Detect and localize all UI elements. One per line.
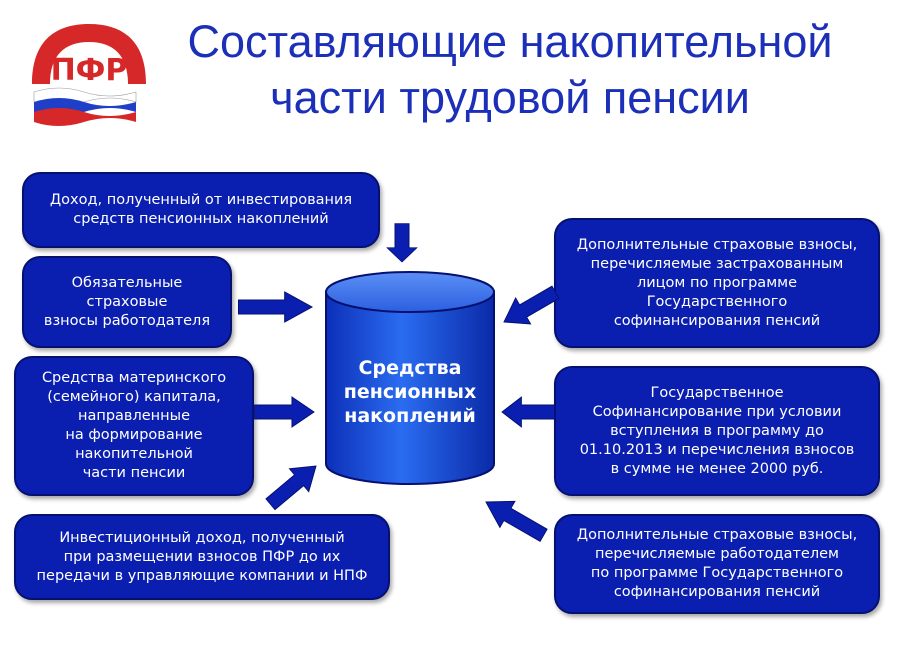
- arrow-right-icon: [237, 291, 313, 323]
- source-employer-contributions: Обязательные страховые взносы работодате…: [22, 256, 232, 348]
- box-line: передачи в управляющие компании и НПФ: [36, 567, 368, 584]
- box-line: Средства материнского: [41, 370, 227, 386]
- box-line: направленные: [78, 408, 190, 424]
- box-line: Инвестиционный доход, полученный: [59, 529, 345, 546]
- box-line: страховые: [86, 293, 168, 310]
- box-line: Доход, полученный от инвестирования: [49, 192, 353, 208]
- box-line: накопительной: [75, 446, 193, 462]
- source-voluntary-contributions-insured: Дополнительные страховые взносы, перечис…: [554, 218, 880, 348]
- box-line: лицом по программе: [636, 274, 797, 291]
- box-line: при размещении взносов ПФР до их: [63, 548, 341, 565]
- arrow-up-left-icon: [478, 488, 552, 549]
- source-maternity-capital: Средства материнского (семейного) капита…: [14, 356, 254, 496]
- box-line: части пенсии: [82, 465, 186, 481]
- source-pfr-investment-income: Инвестиционный доход, полученный при раз…: [14, 514, 390, 600]
- box-line: софинансирования пенсий: [613, 312, 821, 329]
- pension-savings-cylinder: [325, 271, 495, 485]
- box-line: софинансирования пенсий: [613, 584, 821, 600]
- arrow-up-right-icon: [260, 454, 327, 517]
- pfr-logo: ПФР: [32, 24, 146, 126]
- logo-letters: ПФР: [51, 53, 128, 88]
- russian-flag-icon: [33, 87, 137, 126]
- box-line: Государственное: [650, 384, 784, 401]
- cylinder-label: Средства пенсионных накоплений: [322, 356, 498, 428]
- box-line: средств пенсионных накоплений: [73, 211, 329, 227]
- source-voluntary-contributions-employer: Дополнительные страховые взносы, перечис…: [554, 514, 880, 614]
- box-line: по программе Государственного: [590, 565, 844, 581]
- cylinder-label-line: пенсионных: [343, 381, 477, 403]
- box-line: 01.10.2013 и перечисления взносов: [579, 441, 855, 458]
- cylinder-label-line: накоплений: [344, 405, 476, 427]
- title-line-2: части трудовой пенсии: [270, 72, 750, 123]
- box-line: Софинансирование при условии: [592, 403, 842, 420]
- arrow-right-icon: [254, 396, 315, 428]
- cylinder-label-line: Средства: [358, 357, 462, 379]
- arrow-down-icon: [386, 223, 418, 263]
- box-line: Государственного: [646, 293, 788, 310]
- box-line: взносы работодателя: [43, 312, 211, 329]
- box-line: перечисляемые работодателем: [595, 546, 839, 562]
- box-line: перечисляемые застрахованным: [590, 255, 844, 272]
- box-line: Обязательные: [71, 274, 183, 291]
- box-line: на формирование: [65, 427, 203, 443]
- box-line: вступления в программу до: [610, 422, 824, 439]
- source-investment-income: Доход, полученный от инвестирования сред…: [22, 172, 380, 248]
- title-line-1: Составляющие накопительной: [187, 16, 833, 67]
- source-state-cofinancing: Государственное Софинансирование при усл…: [554, 366, 880, 496]
- box-line: (семейного) капитала,: [47, 389, 221, 405]
- arrow-left-icon: [501, 396, 555, 428]
- box-line: Дополнительные страховые взносы,: [576, 527, 858, 543]
- page-title: Составляющие накопительной части трудово…: [150, 14, 870, 126]
- box-line: Дополнительные страховые взносы,: [576, 236, 858, 253]
- logo-emblem-icon: ПФР: [32, 24, 146, 88]
- box-line: в сумме не менее 2000 руб.: [610, 460, 824, 477]
